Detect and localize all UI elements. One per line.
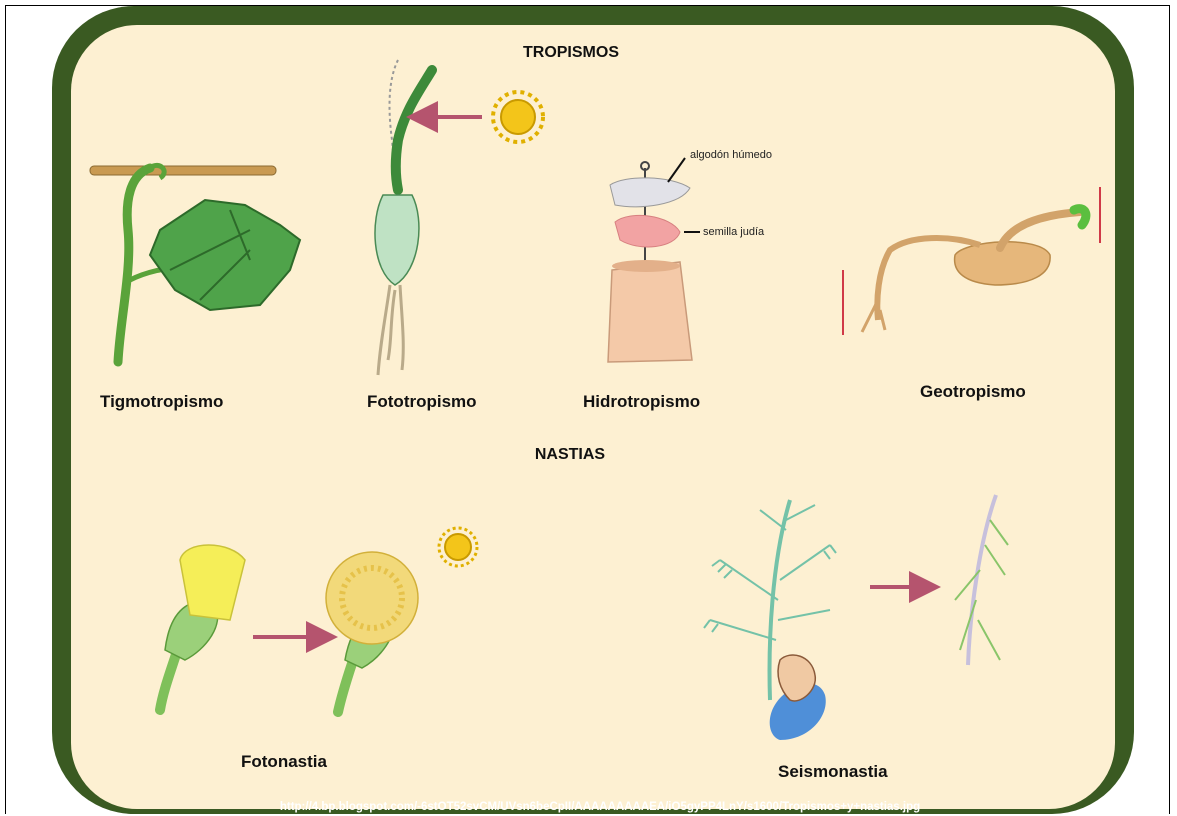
- geotropismo-illustration: [843, 187, 1100, 335]
- hidrotropismo-illustration: [608, 158, 700, 362]
- label-fototropismo: Fototropismo: [367, 392, 477, 412]
- source-url: http://4.bp.blogspot.com/-6stOT52svCM/UV…: [170, 798, 1030, 816]
- label-geotropismo: Geotropismo: [920, 382, 1026, 402]
- section-title-nastias: NASTIAS: [490, 446, 650, 464]
- tigmotropismo-illustration: [90, 165, 300, 362]
- annotation-algodon: algodón húmedo: [690, 149, 772, 161]
- label-seismonastia: Seismonastia: [778, 762, 888, 782]
- annotation-semilla: semilla judía: [703, 226, 764, 238]
- section-title-tropismos: TROPISMOS: [486, 44, 656, 62]
- fototropismo-illustration: [375, 60, 543, 375]
- label-tigmotropismo: Tigmotropismo: [100, 392, 223, 412]
- label-hidrotropismo: Hidrotropismo: [583, 392, 700, 412]
- seismonastia-illustration: [704, 495, 1008, 740]
- label-fotonastia: Fotonastia: [241, 752, 327, 772]
- fotonastia-illustration: [160, 528, 477, 712]
